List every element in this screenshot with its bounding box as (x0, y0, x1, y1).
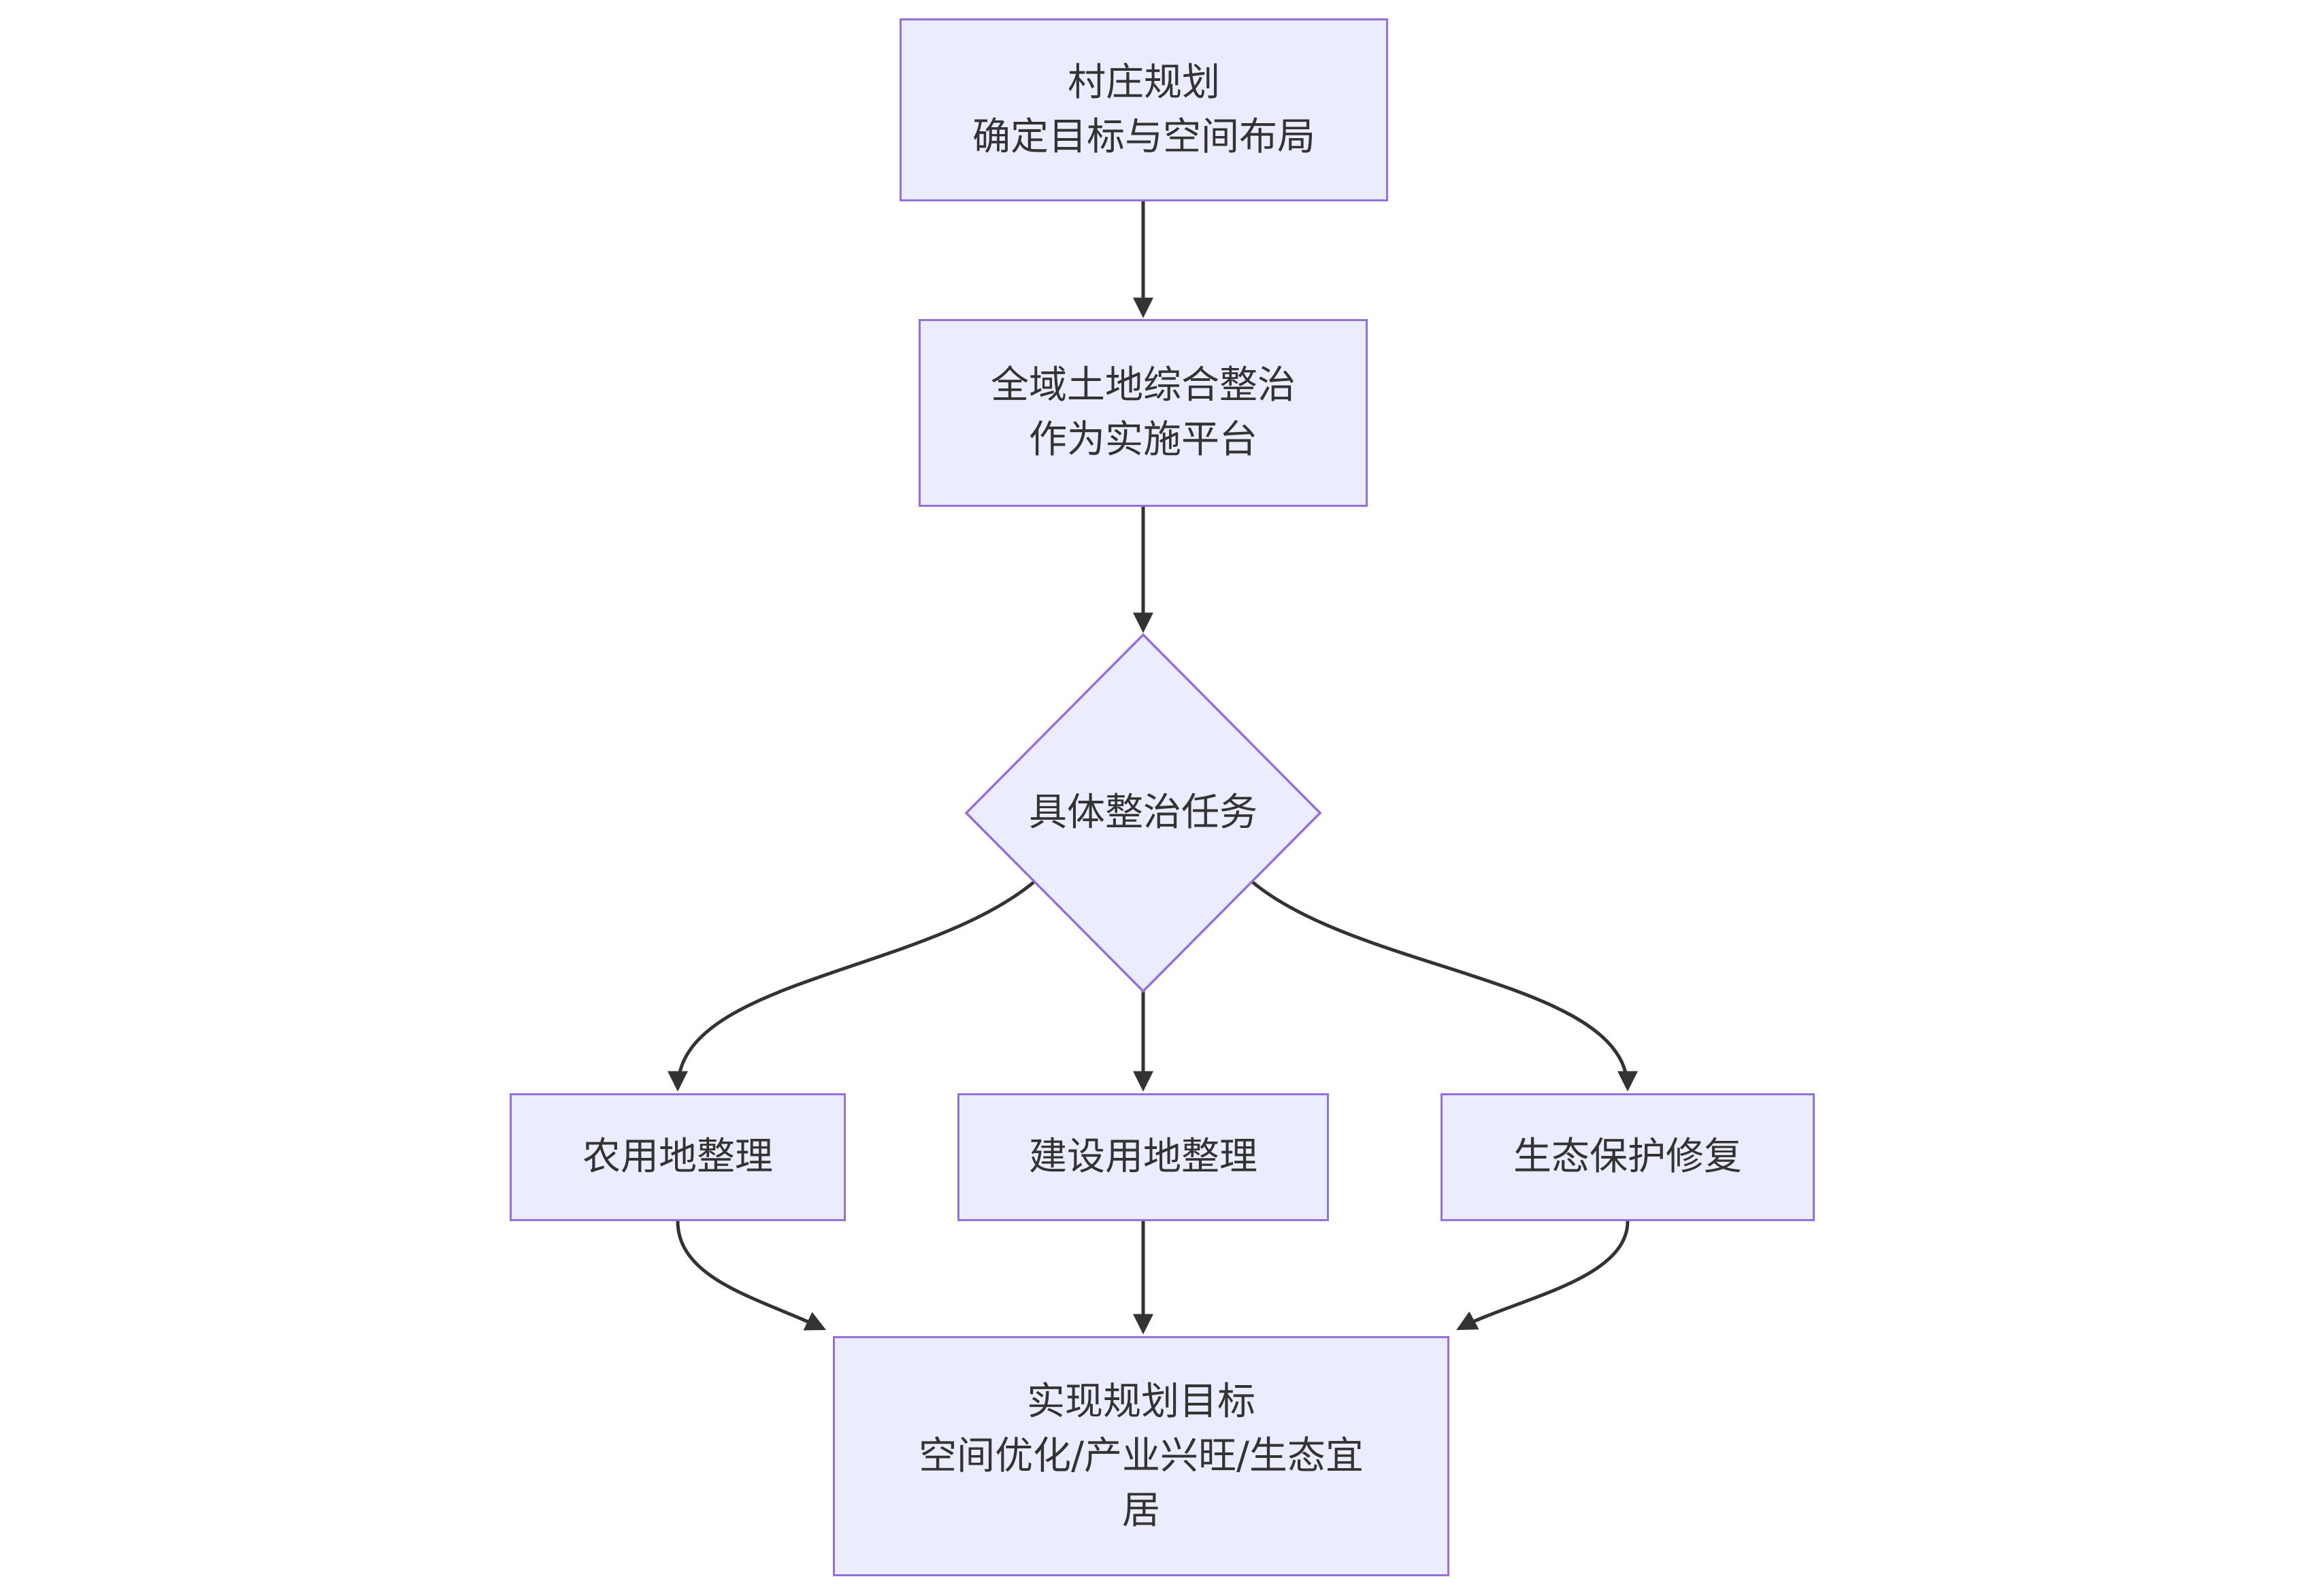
node-construction-land-label: 建设用地整理 (1029, 1135, 1257, 1179)
node-ecology: 生态保护修复 (1441, 1093, 1815, 1221)
node-farmland-label: 农用地整理 (582, 1135, 773, 1179)
node-task-decision-label: 具体整治任务 (1029, 791, 1257, 835)
node-goal: 实现规划目标 空间优化/产业兴旺/生态宜居 (833, 1336, 1449, 1576)
edge-farmland-to-goal (676, 1220, 827, 1331)
node-goal-line2: 空间优化/产业兴旺/生态宜居 (919, 1433, 1364, 1533)
node-ecology-label: 生态保护修复 (1513, 1135, 1742, 1179)
node-construction-land: 建设用地整理 (957, 1093, 1329, 1221)
node-village-planning: 村庄规划 确定目标与空间布局 (900, 18, 1388, 201)
node-consolidation-platform-line1: 全域土地综合整治 (991, 363, 1296, 408)
node-goal-line1: 实现规划目标 (1027, 1379, 1255, 1424)
node-village-planning-line2: 确定目标与空间布局 (972, 114, 1315, 159)
node-farmland: 农用地整理 (510, 1093, 846, 1221)
node-consolidation-platform: 全域土地综合整治 作为实施平台 (919, 319, 1368, 507)
edge-ecology-to-goal (1456, 1220, 1630, 1331)
edge-decision-to-farmland (668, 880, 1036, 1092)
node-village-planning-line1: 村庄规划 (1068, 60, 1220, 105)
node-task-decision: 具体整治任务 (966, 635, 1320, 991)
decision-diamond-shape (964, 633, 1322, 993)
node-consolidation-platform-line2: 作为实施平台 (1029, 418, 1257, 462)
edge-decision-to-ecology (1251, 880, 1638, 1092)
